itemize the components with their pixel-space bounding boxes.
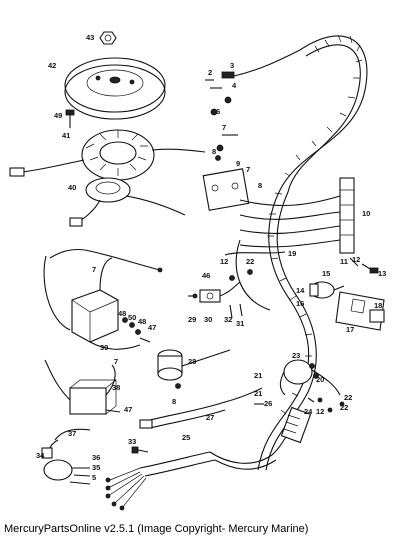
relay-hardware [254, 397, 345, 413]
callout-label: 47 [148, 323, 156, 332]
callout-label: 3 [230, 61, 234, 70]
callout-label: 8 [212, 147, 216, 156]
callout-label: 19 [288, 249, 296, 258]
callout-label: 11 [340, 257, 348, 266]
callout-label: 23 [292, 351, 300, 360]
callout-label: 26 [264, 399, 272, 408]
callout-label: 42 [48, 61, 56, 70]
callout-label: 16 [296, 299, 304, 308]
callout-label: 5 [92, 473, 96, 482]
callout-label: 29 [188, 315, 196, 324]
callout-label: 35 [92, 463, 100, 472]
callout-label: 12 [316, 407, 324, 416]
callout-label: 8 [258, 181, 262, 190]
callout-label: 32 [224, 315, 232, 324]
callout-label: 22 [340, 403, 348, 412]
callout-label: 13 [378, 269, 386, 278]
ground-terminal-assembly [188, 281, 243, 319]
flywheel-nut [99, 31, 117, 45]
callout-label: 14 [296, 286, 305, 295]
spark-plug-lead [41, 428, 91, 459]
callout-label: 47 [124, 405, 132, 414]
callout-label: 27 [206, 413, 214, 422]
callout-label: 36 [92, 453, 100, 462]
terminal-block [239, 177, 355, 254]
callout-label: 21 [254, 389, 262, 398]
switch-box-hardware [122, 317, 151, 343]
callout-label: 30 [204, 315, 212, 324]
callout-label: 2 [208, 68, 212, 77]
starter-terminal-hardware [205, 49, 301, 116]
starter-solenoid [157, 349, 231, 389]
battery-cable [139, 387, 263, 429]
mounting-plate [335, 291, 385, 331]
callout-label: 7 [222, 123, 226, 132]
switch-fasteners [229, 269, 253, 281]
ignition-coil [44, 359, 121, 415]
callout-label: 43 [86, 33, 94, 42]
callout-label: 49 [54, 111, 62, 120]
callout-label: 34 [36, 451, 45, 460]
callout-label: 12 [352, 255, 360, 264]
callout-label: 31 [236, 319, 244, 328]
callout-label: 22 [344, 393, 352, 402]
callout-label: 40 [68, 183, 76, 192]
wiring-diagram: 43 42 49 41 40 2 3 4 6 7 8 9 7 8 10 11 1… [9, 31, 386, 511]
starter-relay [279, 359, 341, 396]
callout-label: 9 [236, 159, 240, 168]
callout-labels: 43 42 49 41 40 2 3 4 6 7 8 9 7 8 10 11 1… [36, 33, 386, 482]
flywheel [64, 57, 166, 120]
callout-label: 50 [128, 313, 136, 322]
trigger [69, 177, 186, 227]
callout-label: 28 [188, 357, 196, 366]
callout-label: 22 [246, 257, 254, 266]
callout-label: 15 [322, 269, 330, 278]
bolt-and-washer [215, 134, 238, 161]
callout-label: 4 [232, 81, 237, 90]
callout-label: 41 [62, 131, 70, 140]
terminal-screws [349, 257, 379, 274]
callout-label: 33 [128, 437, 136, 446]
callout-label: 10 [362, 209, 370, 218]
callout-label: 7 [114, 357, 118, 366]
callout-label: 37 [68, 429, 76, 438]
callout-label: 20 [316, 375, 324, 384]
callout-label: 48 [138, 317, 146, 326]
ignition-switch [309, 281, 345, 299]
callout-label: 48 [118, 309, 126, 318]
callout-label: 6 [216, 107, 220, 116]
callout-label: 25 [182, 433, 190, 442]
callout-label: 21 [254, 371, 262, 380]
harness-connector [280, 406, 312, 444]
callout-label: 38 [112, 383, 120, 392]
callout-label: 7 [92, 265, 96, 274]
stator [9, 129, 206, 181]
ground-block [43, 459, 91, 485]
switch-box [43, 248, 163, 350]
lower-harness [105, 429, 291, 511]
callout-label: 24 [304, 407, 313, 416]
callout-label: 18 [374, 301, 382, 310]
image-caption: MercuryPartsOnline v2.5.1 (Image Copyrig… [4, 523, 309, 535]
rectifier-bracket [202, 168, 250, 211]
callout-label: 7 [246, 165, 250, 174]
callout-label: 12 [220, 257, 228, 266]
stator-screw [65, 109, 75, 128]
callout-label: 17 [346, 325, 354, 334]
callout-label: 8 [172, 397, 176, 406]
callout-label: 46 [202, 271, 210, 280]
harness-clamp-screw [131, 446, 149, 454]
callout-label: 39 [100, 343, 108, 352]
